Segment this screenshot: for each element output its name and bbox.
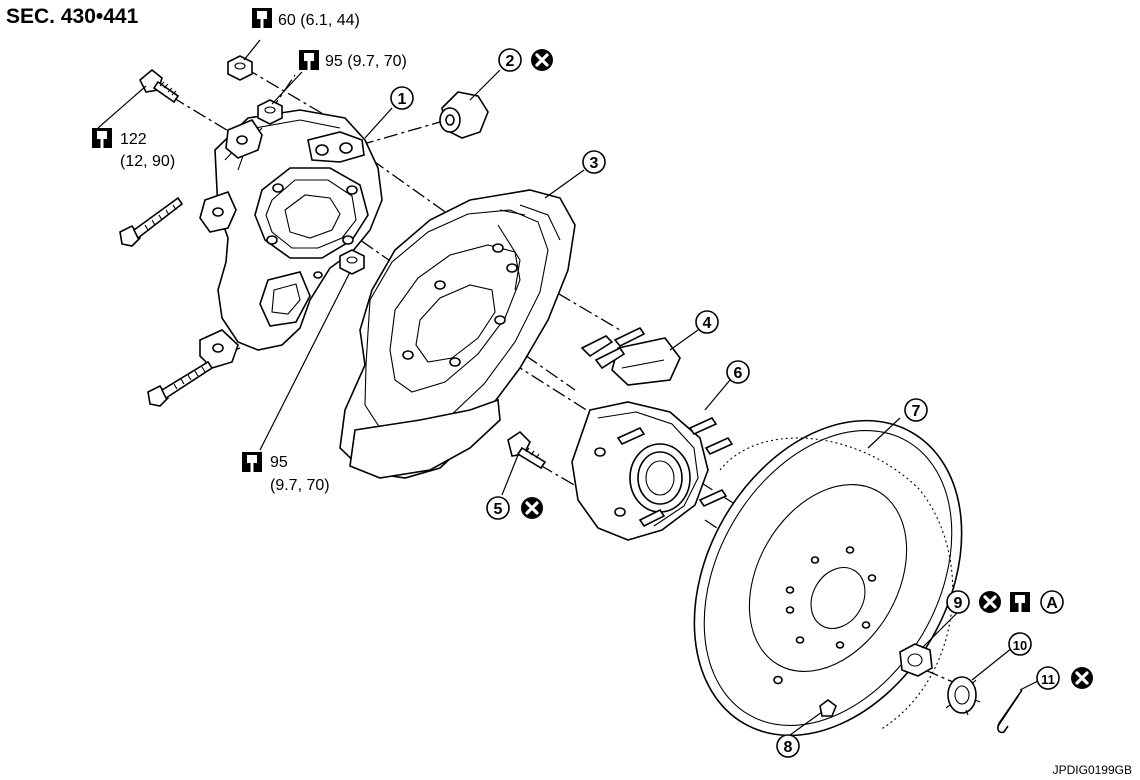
- torque-spec-3-line1: 122: [120, 131, 147, 148]
- steering-knuckle: [199, 109, 383, 369]
- sensor-bracket: [580, 326, 681, 386]
- torque-wrench-icon: [299, 50, 319, 70]
- lower-nut: [339, 249, 365, 275]
- callout-4-number: 4: [703, 315, 712, 332]
- torque-spec-4: 95 (9.7, 70): [242, 452, 330, 494]
- torque-spec-1-line1: 60 (6.1, 44): [278, 12, 360, 29]
- brake-rotor: [693, 419, 963, 737]
- callout-2: 2: [498, 47, 555, 73]
- callout-10-number: 10: [1013, 638, 1027, 653]
- callout-8: 8: [776, 734, 800, 758]
- rotor-screw: [819, 699, 837, 717]
- upper-nut: [227, 55, 253, 81]
- torque-spec-3: 122 (12, 90): [92, 128, 175, 170]
- callout-6-number: 6: [734, 365, 743, 382]
- callout-11: 11: [1036, 665, 1095, 691]
- callout-7-number: 7: [912, 403, 921, 420]
- callout-10: 10: [1008, 632, 1032, 656]
- torque-spec-1: 60 (6.1, 44): [252, 8, 360, 29]
- callout-3: 3: [582, 150, 606, 174]
- torque-wrench-icon: [242, 452, 262, 472]
- hub-bolt: [507, 430, 547, 470]
- torque-wrench-icon: [92, 128, 112, 148]
- callout-1: 1: [390, 86, 414, 110]
- callout-5: 5: [486, 495, 545, 521]
- callout-9: 9 A: [946, 589, 1064, 615]
- torque-spec-2: 95 (9.7, 70): [299, 50, 407, 70]
- bushing: [439, 91, 489, 139]
- middle-nut: [257, 99, 283, 125]
- torque-spec-4-line2: (9.7, 70): [270, 477, 330, 494]
- callout-9-number: 9: [954, 595, 963, 612]
- do-not-reuse-icon: [977, 589, 1003, 615]
- torque-spec-2-line1: 95 (9.7, 70): [325, 53, 407, 70]
- adjusting-cap: [945, 676, 981, 716]
- callout-4: 4: [695, 310, 719, 334]
- hub-nut: [899, 643, 933, 677]
- figure-id: JPDIG0199GB: [1053, 763, 1132, 777]
- torque-spec-4-line1: 95: [270, 454, 288, 471]
- backing-plate: [339, 189, 576, 479]
- torque-wrench-icon: [252, 8, 272, 28]
- middle-bolt: [119, 196, 184, 247]
- callout-11-number: 11: [1041, 672, 1055, 687]
- callout-5-number: 5: [494, 501, 503, 518]
- callout-1-number: 1: [398, 91, 407, 108]
- do-not-reuse-icon: [519, 495, 545, 521]
- special-mark-a: A: [1046, 595, 1058, 612]
- leader-lines: [97, 39, 1041, 736]
- hub-bearing: [571, 401, 734, 541]
- torque-spec-3-line2: (12, 90): [120, 153, 175, 170]
- callout-6: 6: [726, 360, 750, 384]
- torque-wrench-icon: [1010, 592, 1030, 612]
- callout-2-number: 2: [506, 53, 515, 70]
- do-not-reuse-icon: [1069, 665, 1095, 691]
- callout-7: 7: [904, 398, 928, 422]
- callout-3-number: 3: [590, 155, 599, 172]
- do-not-reuse-icon: [529, 47, 555, 73]
- special-mark-circle: [1040, 590, 1064, 614]
- callout-8-number: 8: [784, 739, 793, 756]
- section-label: SEC. 430•441: [6, 5, 139, 28]
- cotter-pin: [997, 689, 1023, 734]
- lower-bolt: [147, 360, 214, 407]
